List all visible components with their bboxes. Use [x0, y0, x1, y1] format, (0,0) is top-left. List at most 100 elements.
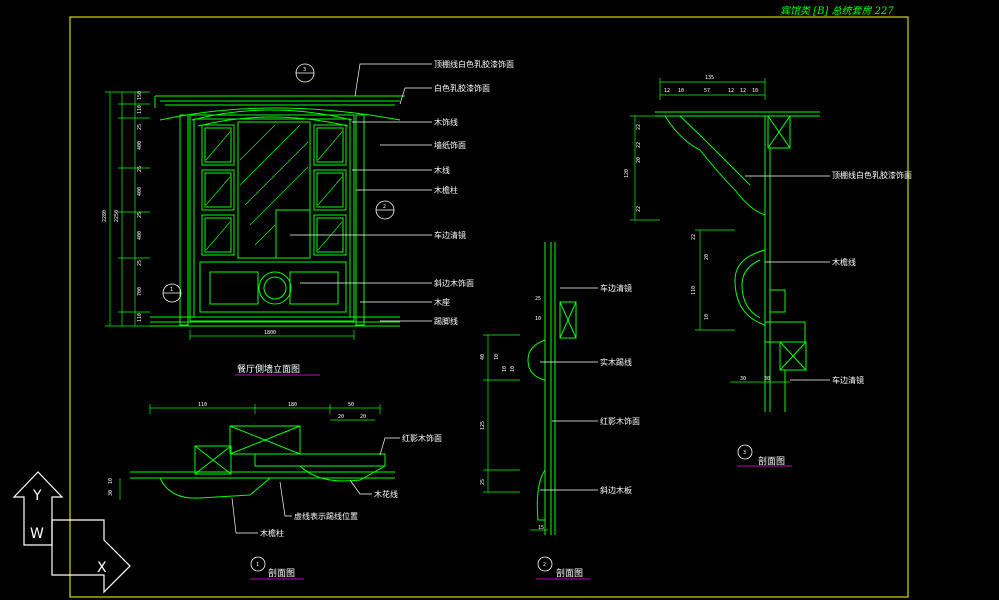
s3-label-3: 车边清镜 [832, 375, 864, 385]
dim-left-7: 25 [137, 212, 143, 218]
s3-dim-b1: 30 [740, 376, 746, 382]
callout-10: 踢脚线 [434, 316, 458, 326]
s2-dim-5: 10 [502, 366, 508, 372]
dim-left-11: 110 [137, 313, 143, 322]
elevation-marker-labels: 3 2 1 [170, 67, 386, 293]
elevation-callouts: 顶棚线白色乳胶漆饰面 白色乳胶漆饰面 木饰线 墙纸饰面 木线 木檐柱 车边清镜 … [434, 59, 514, 326]
s1-dim-7: 10 [108, 478, 114, 484]
dim-left-5: 25 [137, 166, 143, 172]
s3-dim-l7: 20 [704, 254, 710, 260]
dim-left-6: 400 [137, 187, 143, 196]
s2-dim-7: 125 [480, 421, 486, 430]
callout-4: 墙纸饰面 [434, 140, 466, 150]
s2-dim-9: 15 [538, 525, 544, 531]
s1-dim-4: 20 [338, 414, 344, 420]
marker-2: 2 [383, 204, 386, 210]
callout-7: 车边清镜 [434, 230, 466, 240]
callout-1: 顶棚线白色乳胶漆饰面 [434, 59, 514, 69]
section3-caption: 剖面图 [758, 455, 785, 467]
dim-left-1: 150 [137, 91, 143, 100]
s2-dim-3: 40 [480, 354, 486, 360]
section2-labels: 车边清镜 实木踢线 红影木饰面 斜边木板 [600, 283, 640, 495]
s2-label-4: 斜边木板 [600, 485, 632, 495]
s3-dim-l9: 10 [704, 314, 710, 320]
s2-dim-6: 10 [510, 366, 516, 372]
elevation-glass-hatch [205, 124, 343, 251]
marker-3: 3 [303, 67, 306, 73]
s3-dim-top-1: 12 [664, 88, 670, 94]
section1-dim-texts: 110 180 50 20 20 30 10 [108, 402, 366, 496]
s2-dim-2: 10 [535, 316, 541, 322]
section3-dim-texts: 135 12 10 57 12 12 10 22 22 20 120 22 22… [624, 75, 770, 382]
elevation-markers [162, 63, 395, 303]
callout-5: 木线 [434, 165, 450, 175]
dim-total-2: 2250 [114, 210, 120, 222]
s3-dim-l2: 22 [636, 142, 642, 148]
s3-dim-top-3: 57 [704, 88, 710, 94]
s3-dim-total: 135 [705, 75, 714, 81]
section3-labels: 顶棚线白色乳胶漆饰面 木檐线 车边清镜 [832, 170, 912, 385]
s3-dim-l6: 22 [691, 234, 697, 240]
s1-label-4: 木檐柱 [260, 528, 284, 538]
section1-caption: 剖面图 [268, 567, 295, 579]
section1-marker-num: 1 [256, 562, 259, 568]
section1-view [130, 425, 395, 499]
s3-label-1: 顶棚线白色乳胶漆饰面 [832, 170, 912, 180]
elevation-view [150, 95, 405, 327]
section1-labels: 红影木饰面 木花线 虚线表示踢线位置 木檐柱 [260, 433, 442, 538]
dim-left-8: 400 [137, 231, 143, 240]
section2-caption: 剖面图 [556, 567, 583, 579]
s1-dim-3: 50 [348, 402, 354, 408]
section3-dim-lines [630, 78, 790, 383]
marker-1: 1 [170, 287, 173, 293]
section2-view [527, 242, 577, 535]
dim-left-4: 400 [137, 141, 143, 150]
section3-view [655, 111, 820, 412]
section2-leaders [540, 287, 598, 491]
s1-label-1: 红影木饰面 [402, 433, 442, 443]
s3-dim-top-6: 10 [752, 88, 758, 94]
dim-bottom: 1800 [264, 330, 276, 336]
section2-marker [537, 556, 553, 572]
section3-marker [737, 444, 753, 460]
s1-label-3: 虚线表示踢线位置 [294, 511, 358, 521]
s3-dim-l4: 120 [624, 169, 630, 178]
ucs-y: Y [32, 488, 42, 504]
callout-2: 白色乳胶漆饰面 [434, 83, 490, 93]
section1-leaders [231, 437, 400, 534]
s3-dim-b2: 30 [764, 376, 770, 382]
s1-dim-2: 180 [288, 402, 297, 408]
s2-label-1: 车边清镜 [600, 283, 632, 293]
ucs-icon [12, 471, 131, 594]
s2-dim-8: 25 [480, 479, 486, 485]
s2-label-2: 实木踢线 [600, 357, 632, 367]
section3-marker-num: 3 [743, 450, 746, 456]
dim-left-3: 25 [137, 124, 143, 130]
s3-label-2: 木檐线 [832, 257, 856, 267]
section1-marker [250, 556, 266, 572]
s1-label-2: 木花线 [374, 489, 398, 499]
section2-dim-lines [483, 334, 548, 531]
s3-dim-l8: 110 [691, 286, 697, 295]
s3-dim-l5: 22 [636, 206, 642, 212]
s3-dim-top-5: 12 [740, 88, 746, 94]
callout-9: 木座 [434, 297, 450, 307]
s1-dim-5: 20 [360, 414, 366, 420]
dim-left-10: 700 [137, 287, 143, 296]
s3-dim-l1: 22 [636, 124, 642, 130]
dim-left-2: 110 [137, 105, 143, 114]
sheet-frame [69, 16, 909, 598]
ucs-x: X [97, 560, 107, 576]
s3-dim-l3: 20 [636, 157, 642, 163]
ucs-letters: Y W X [30, 488, 107, 576]
section2-dim-texts: 25 10 40 10 10 10 125 25 15 [480, 296, 544, 531]
ucs-w: W [30, 526, 44, 542]
dim-total-1: 2280 [102, 210, 108, 222]
elevation-dimension-lines [105, 91, 355, 340]
s2-dim-4: 10 [494, 354, 500, 360]
s1-dim-6: 30 [108, 490, 114, 496]
elevation-caption: 餐厅側墙立面图 [237, 363, 300, 375]
callout-3: 木饰线 [434, 117, 458, 127]
dim-left-9: 25 [137, 260, 143, 266]
